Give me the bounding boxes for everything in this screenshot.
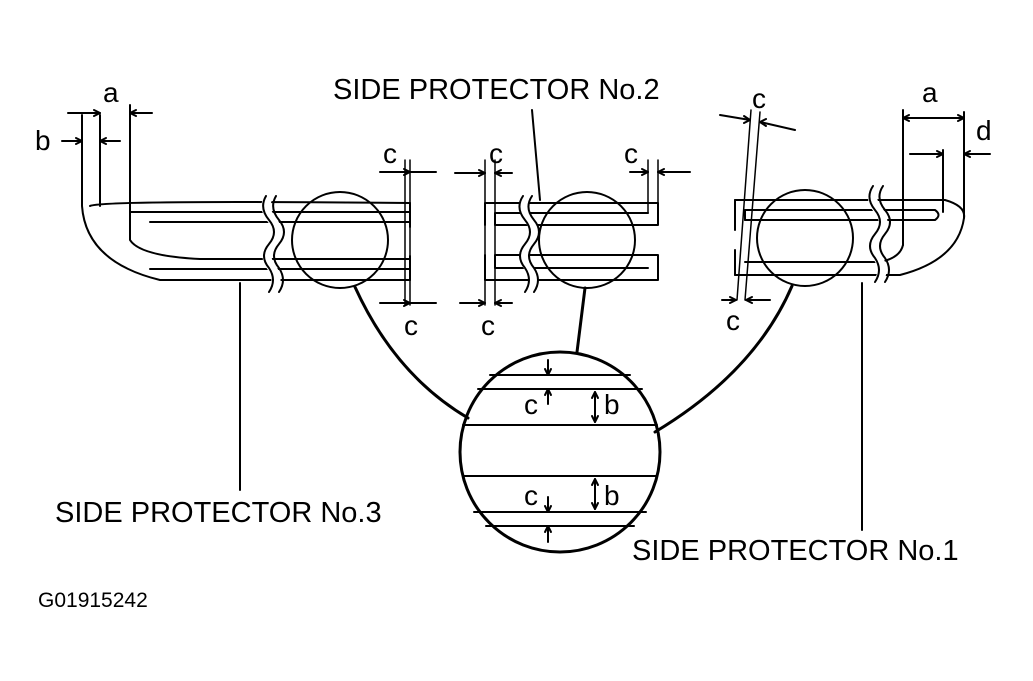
label-side-protector-1: SIDE PROTECTOR No.1 (632, 535, 959, 567)
dimension-marks-right (719, 109, 991, 531)
dim-c-detail-top: c (524, 389, 538, 420)
side-protector-1-drawing (734, 109, 966, 287)
side-protector-2-drawing (484, 191, 659, 297)
enlarged-detail-circle (458, 350, 662, 554)
detail-connector-lines (353, 284, 794, 434)
dim-a-left: a (103, 77, 119, 108)
dimension-marks-left (61, 109, 437, 307)
dim-b-detail-top: b (604, 389, 620, 420)
dim-c-detail-bottom: c (524, 480, 538, 511)
dim-b-detail-bottom: b (604, 480, 620, 511)
dim-c-mid-right-top: c (624, 138, 638, 169)
dim-b-left: b (35, 125, 51, 156)
dim-c-right-bottom: c (726, 305, 740, 336)
dim-d-right: d (976, 115, 992, 146)
label-side-protector-2: SIDE PROTECTOR No.2 (333, 74, 660, 106)
dim-c-mid-left-top: c (489, 138, 503, 169)
dim-c-mid-bottom: c (481, 310, 495, 341)
dim-c-left-top: c (383, 138, 397, 169)
dim-c-right-top: c (752, 83, 766, 114)
side-protector-3-drawing (81, 104, 411, 297)
dimension-marks-middle (454, 109, 691, 307)
figure-code: G01915242 (38, 589, 148, 612)
dim-c-left-bottom: c (404, 310, 418, 341)
label-side-protector-3: SIDE PROTECTOR No.3 (55, 497, 382, 529)
dim-a-right: a (922, 77, 938, 108)
text-labels: SIDE PROTECTOR No.2 SIDE PROTECTOR No.3 … (35, 74, 992, 612)
